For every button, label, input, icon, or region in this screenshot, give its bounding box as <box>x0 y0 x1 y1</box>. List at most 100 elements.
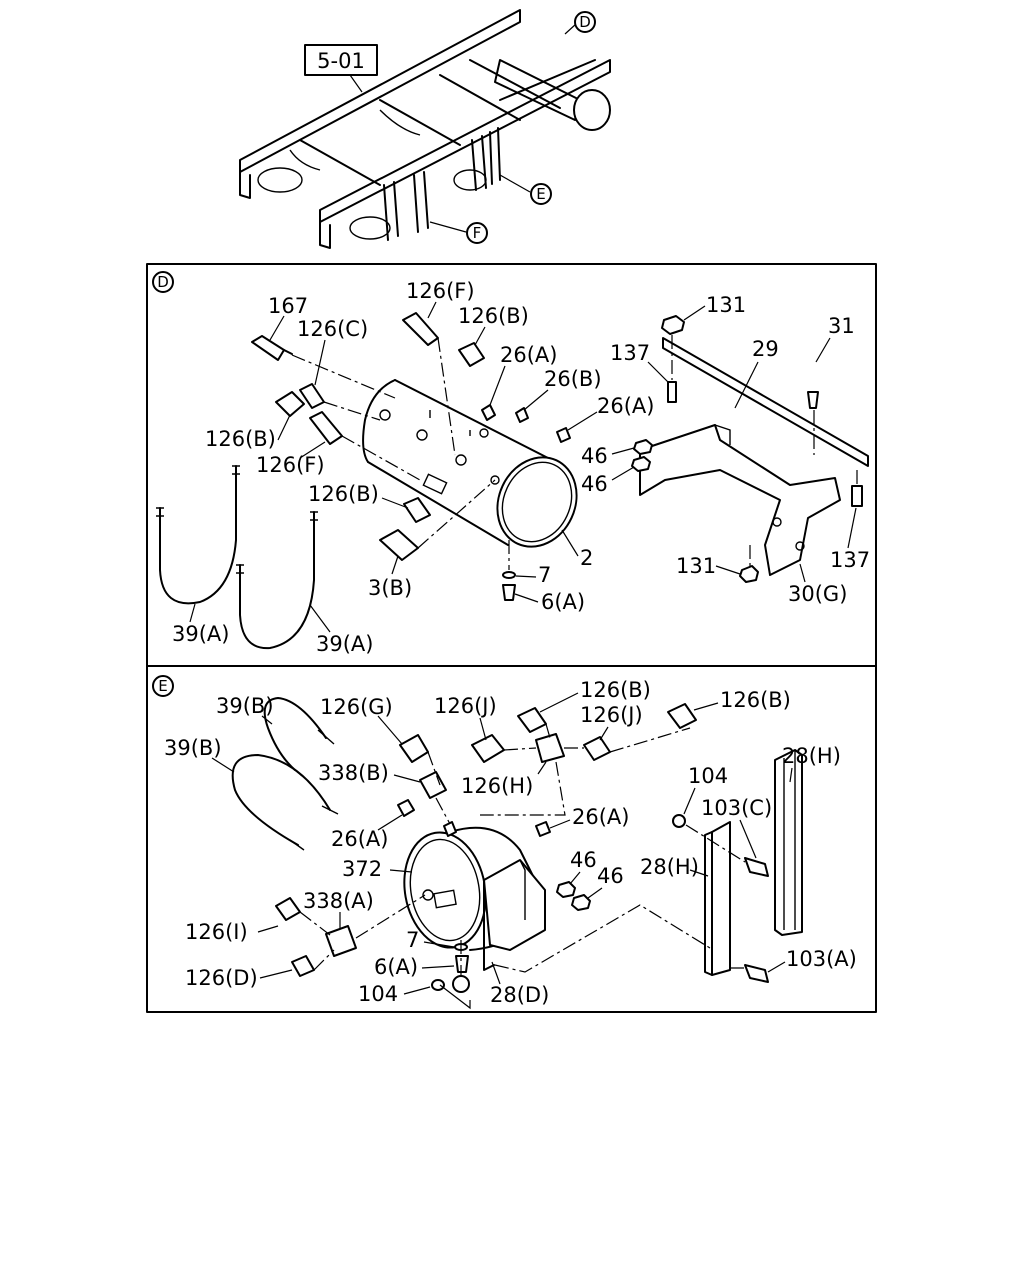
hose-39b-1 <box>263 697 327 771</box>
label-103a: 103(A) <box>786 947 857 971</box>
label-126b-mid: 126(B) <box>308 482 379 506</box>
label-30g: 30(G) <box>788 582 847 606</box>
frame-rail-top <box>239 9 521 173</box>
fitting-126j-2 <box>583 736 611 761</box>
label-137-top: 137 <box>610 341 650 365</box>
svg-text:E: E <box>536 185 545 203</box>
svg-text:E: E <box>158 677 167 695</box>
label-126d: 126(D) <box>185 966 258 990</box>
fitting-126b-top <box>458 342 485 367</box>
nipple-26a-e2 <box>535 821 551 837</box>
label-7-e: 7 <box>406 928 419 952</box>
bolt-31 <box>807 391 819 409</box>
label-126g: 126(G) <box>320 695 393 719</box>
label-26a-e2: 26(A) <box>572 805 629 829</box>
nut-46-e1 <box>556 881 576 898</box>
label-103c: 103(C) <box>701 796 772 820</box>
nipple-26a-2 <box>556 427 571 443</box>
label-126f-top: 126(F) <box>406 279 475 303</box>
label-131-top: 131 <box>706 293 746 317</box>
label-126j-1: 126(J) <box>434 694 497 718</box>
label-26a-e1: 26(A) <box>331 827 388 851</box>
ref-box <box>304 44 378 76</box>
label-126b-top: 126(B) <box>458 304 529 328</box>
label-131-bot: 131 <box>676 554 716 578</box>
fitting-338a <box>325 925 357 957</box>
labels-section-e: 39(B) 39(B) 126(G) 338(B) 126(J) 126(B) … <box>164 678 857 1007</box>
tank-end-overview <box>573 89 611 131</box>
marker-d-overview <box>574 11 596 33</box>
label-7: 7 <box>538 563 551 587</box>
fitting-3b <box>379 529 419 561</box>
section-d: D <box>152 271 869 650</box>
label-6a: 6(A) <box>541 590 585 614</box>
drain-6a-e <box>455 955 469 973</box>
fitting-126g <box>399 734 429 763</box>
hose-39a-1 <box>159 465 237 605</box>
label-126j-2: 126(J) <box>580 703 643 727</box>
label-46-1: 46 <box>581 444 608 468</box>
label-104-top: 104 <box>688 764 728 788</box>
label-29: 29 <box>752 337 779 361</box>
label-338b: 338(B) <box>318 761 389 785</box>
bracket-30g <box>639 424 841 576</box>
marker-e <box>152 675 174 697</box>
nipple-26a-1 <box>481 404 496 421</box>
air-tank-rear <box>362 379 396 463</box>
fitting-126b-e2 <box>667 703 697 729</box>
label-26a-1: 26(A) <box>500 343 557 367</box>
labels-section-d: 167 126(C) 126(F) 126(B) 26(A) 26(B) 26(… <box>172 279 870 656</box>
drain-6a <box>502 584 516 601</box>
fitting-126f-top <box>402 312 439 346</box>
frame-rail-front <box>319 59 611 223</box>
chassis-overview: 5-01 D E F <box>239 9 611 249</box>
label-46-e2: 46 <box>597 864 624 888</box>
hose-39a-2 <box>239 511 315 650</box>
nut-46-2 <box>631 456 651 472</box>
bolt-137-top <box>667 381 677 403</box>
label-46-2: 46 <box>581 472 608 496</box>
label-126i: 126(I) <box>185 920 248 944</box>
nut-104-bot <box>431 979 445 991</box>
fitting-126j-1 <box>471 734 505 763</box>
label-104-bot: 104 <box>358 982 398 1006</box>
label-126c: 126(C) <box>297 317 368 341</box>
marker-e-overview <box>530 183 552 205</box>
label-2: 2 <box>580 546 593 570</box>
svg-text:D: D <box>579 13 591 31</box>
fitting-126b-left <box>275 391 305 417</box>
fitting-126d <box>291 955 315 977</box>
nut-104-top <box>672 814 686 828</box>
bolt-137-bot <box>851 485 863 507</box>
label-338a: 338(A) <box>303 889 374 913</box>
label-167: 167 <box>268 294 308 318</box>
nipple-26b <box>515 407 529 423</box>
tank-overview <box>494 59 581 121</box>
nut-131-bot <box>739 565 759 583</box>
nut-46-1 <box>633 439 653 455</box>
air-tank-end-cap <box>496 456 578 548</box>
bracket-29 <box>662 337 869 467</box>
label-39a-1: 39(A) <box>172 622 229 646</box>
label-28d: 28(D) <box>490 983 549 1007</box>
label-372: 372 <box>342 857 382 881</box>
nut-46-e2 <box>571 894 591 911</box>
bolt-103c <box>744 857 769 877</box>
rail-28h-top <box>774 749 803 936</box>
rail-28h-mid <box>711 821 731 976</box>
label-39a-2: 39(A) <box>316 632 373 656</box>
detail-frame <box>146 263 877 1013</box>
nipple-26a-e1 <box>397 799 415 817</box>
label-39b-2: 39(B) <box>164 736 222 760</box>
fitting-126b-mid <box>403 497 431 523</box>
label-6a-e: 6(A) <box>374 955 418 979</box>
label-126f-left: 126(F) <box>256 453 325 477</box>
ref-box-text: 5-01 <box>317 49 365 73</box>
label-126h: 126(H) <box>461 774 533 798</box>
label-126b-e1: 126(B) <box>580 678 651 702</box>
washer-7 <box>502 571 516 579</box>
nut-131-top <box>661 315 685 335</box>
label-3b: 3(B) <box>368 576 412 600</box>
label-26a-2: 26(A) <box>597 394 654 418</box>
label-137-bot: 137 <box>830 548 870 572</box>
